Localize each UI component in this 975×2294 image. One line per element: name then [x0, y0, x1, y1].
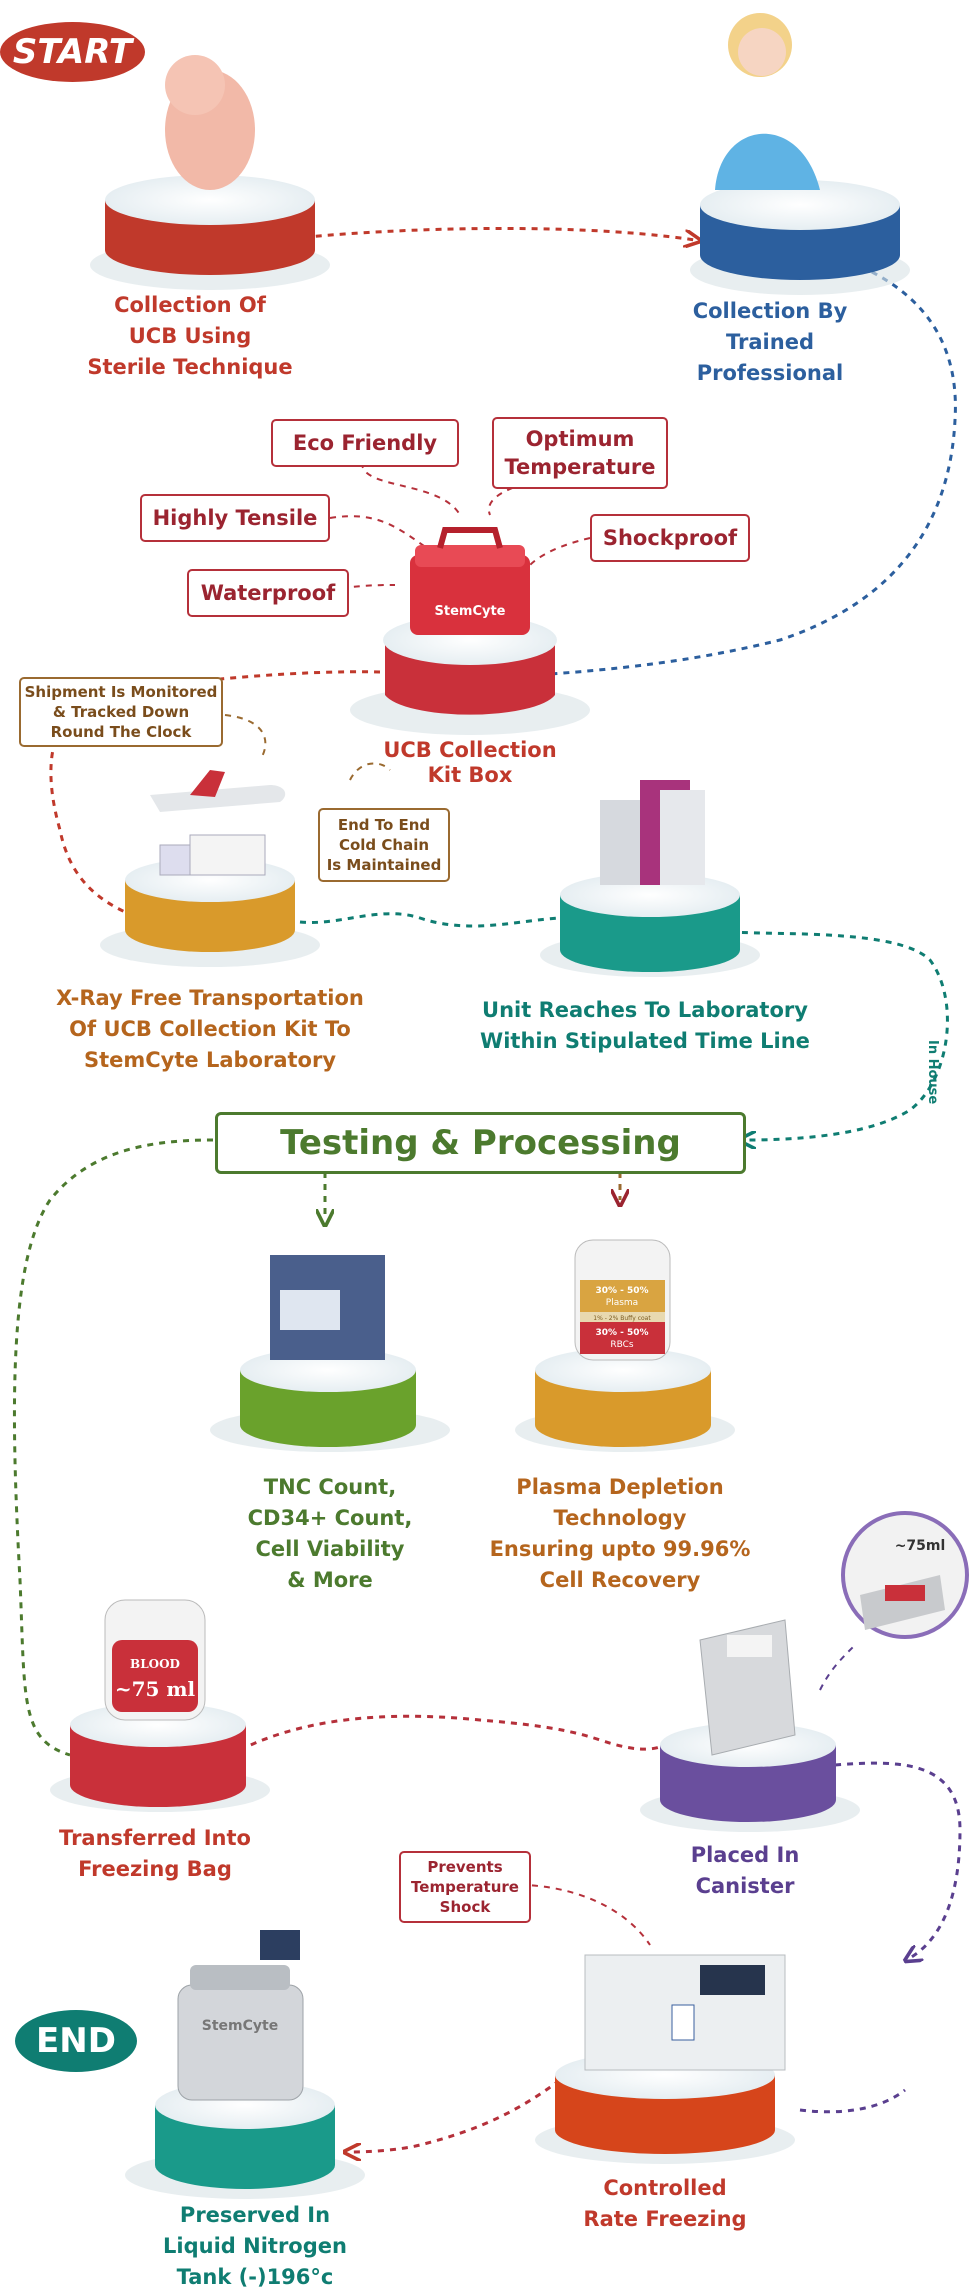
canister-illustration — [699, 1619, 796, 1756]
start-badge: START — [0, 22, 145, 82]
kit-brand: StemCyte — [435, 604, 506, 619]
note-temperature-shock: Prevents Temperature Shock — [399, 1851, 531, 1923]
feature-highly-tensile: Highly Tensile — [140, 494, 330, 542]
baby-illustration — [165, 55, 255, 190]
label-lab: Unit Reaches To Laboratory Within Stipul… — [480, 998, 810, 1053]
plasma-bag-illustration: 30% - 50% Plasma 1% - 2% Buffy coat 30% … — [574, 1239, 671, 1361]
pedestal-kit — [350, 615, 590, 735]
connector-testing-left-to-freezing — [12, 1138, 214, 1757]
feature-shockproof: Shockproof — [590, 514, 750, 562]
testing-processing-banner: Testing & Processing — [215, 1112, 746, 1174]
pedestal-freezing-bag — [50, 1703, 270, 1812]
svg-text:1% - 2% Buffy coat: 1% - 2% Buffy coat — [593, 1315, 651, 1322]
feature-eco-friendly: Eco Friendly — [271, 419, 459, 467]
label-rate-freezing: Controlled Rate Freezing — [583, 2176, 747, 2231]
note-in-house: In House — [925, 1040, 940, 1105]
svg-text:30% - 50%: 30% - 50% — [595, 1286, 648, 1296]
label-professional: Collection By Trained Professional — [692, 299, 848, 385]
pedestal-plasma — [515, 1348, 735, 1452]
kit-box-illustration: StemCyte — [410, 527, 530, 635]
pedestal-lab — [540, 873, 760, 977]
end-badge: END — [15, 2010, 137, 2072]
connector-professional-to-kit — [520, 260, 957, 676]
label-collection: Collection Of UCB Using Sterile Techniqu… — [87, 293, 293, 379]
connector-rate-to-preserved — [350, 2078, 561, 2152]
label-freezing-bag: Transferred Into Freezing Bag — [59, 1826, 251, 1881]
pedestal-collection — [90, 175, 330, 290]
svg-text:BLOOD: BLOOD — [130, 1657, 180, 1671]
feature-waterproof: Waterproof — [187, 569, 349, 617]
svg-text:~75ml: ~75ml — [895, 1538, 946, 1554]
canister-zoom-circle: ~75ml — [841, 1511, 969, 1639]
building-illustration — [600, 780, 705, 885]
flow-connectors — [12, 226, 962, 2152]
label-tnc: TNC Count, CD34+ Count, Cell Viability &… — [247, 1475, 413, 1592]
plane-truck-illustration — [150, 770, 286, 876]
connector-canister-to-rate — [834, 1761, 962, 1958]
freezing-bag-illustration: BLOOD ~75 ml — [104, 1599, 206, 1721]
label-canister: Placed In Canister — [690, 1843, 800, 1898]
label-preserved: Preserved In Liquid Nitrogen Tank (-)196… — [163, 2203, 347, 2289]
label-kit-box: UCB Collection Kit Box — [383, 738, 557, 787]
note-cold-chain: End To End Cold Chain Is Maintained — [318, 808, 450, 882]
connector-collection-to-professional — [279, 226, 695, 240]
connector-transport-to-lab — [299, 912, 561, 928]
nitrogen-tank-illustration: StemCyte — [177, 1930, 304, 2101]
nurse-illustration — [715, 13, 820, 190]
svg-text:StemCyte: StemCyte — [202, 2018, 278, 2034]
analyzer-illustration — [270, 1255, 385, 1360]
note-shipment-monitored: Shipment Is Monitored & Tracked Down Rou… — [19, 677, 223, 747]
svg-text:~75 ml: ~75 ml — [115, 1677, 196, 1701]
feature-optimum-temperature: Optimum Temperature — [492, 417, 668, 489]
pedestal-tnc — [210, 1348, 450, 1452]
pedestal-professional — [690, 180, 910, 295]
label-plasma: Plasma Depletion Technology Ensuring upt… — [489, 1475, 751, 1592]
connector-rate-to-end-stub — [799, 2088, 906, 2114]
svg-text:RBCs: RBCs — [610, 1340, 634, 1350]
svg-text:Plasma: Plasma — [606, 1298, 638, 1308]
label-transport: X-Ray Free Transportation Of UCB Collect… — [56, 986, 364, 1072]
rate-freezer-illustration — [584, 1954, 786, 2071]
svg-text:30% - 50%: 30% - 50% — [595, 1328, 648, 1338]
connector-freezing-to-canister — [239, 1714, 666, 1752]
connector-lab-to-testing — [729, 930, 949, 1140]
